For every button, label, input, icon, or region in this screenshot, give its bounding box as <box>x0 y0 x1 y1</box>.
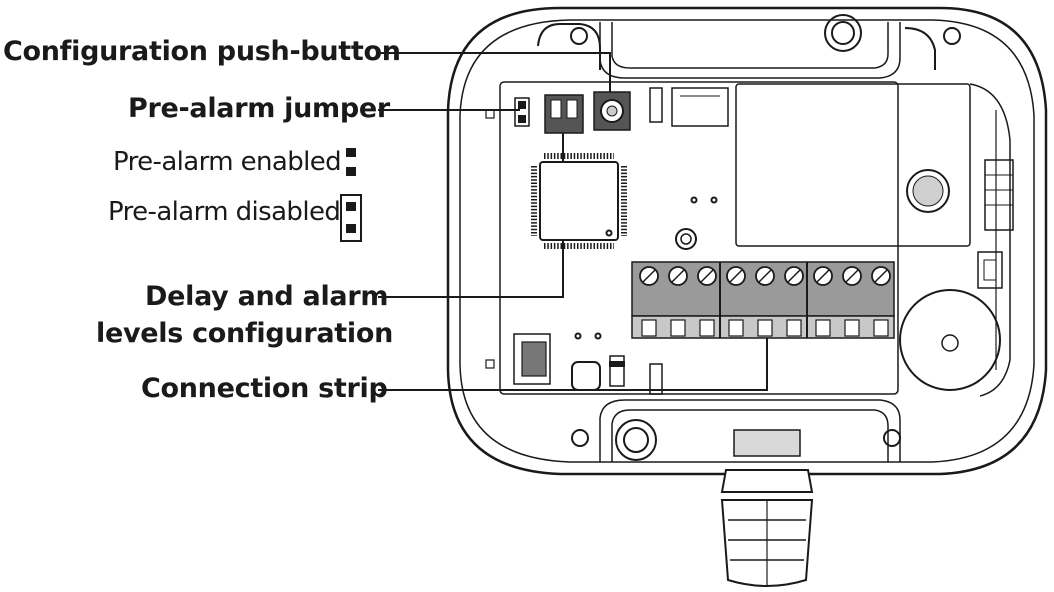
screw-top-left <box>570 27 588 45</box>
leader-lines <box>378 52 768 391</box>
trimmer <box>675 228 697 250</box>
top-small-connector <box>649 87 663 123</box>
enclosure-inner <box>459 19 1035 463</box>
screw-bottom-right <box>883 429 901 447</box>
top-relay <box>671 87 729 127</box>
label-prealarm-jumper: Pre-alarm jumper <box>128 93 390 124</box>
inductor <box>571 361 601 391</box>
right-connector <box>984 159 1014 231</box>
enclosure-outer <box>446 6 1048 476</box>
label-delay-line1: Delay and alarm <box>145 281 389 312</box>
label-connection-strip: Connection strip <box>141 373 388 404</box>
screw-top-right <box>943 27 961 45</box>
bottom-channel <box>599 399 901 462</box>
sensor-outer <box>906 169 950 213</box>
boss-bottom-inner <box>623 427 649 453</box>
top-channel-inner <box>611 22 889 69</box>
boss-bottom <box>615 419 657 461</box>
jumper-enabled-icon <box>346 148 356 176</box>
config-push-button <box>593 91 631 131</box>
connection-strip <box>631 261 895 339</box>
side-connector <box>513 333 551 385</box>
diode <box>609 355 625 387</box>
label-prealarm-enabled: Pre-alarm enabled <box>113 147 342 177</box>
buzzer <box>899 289 1001 391</box>
label-prealarm-disabled: Pre-alarm disabled <box>108 197 341 227</box>
buzzer-center <box>941 334 959 352</box>
leader-delay-config <box>378 132 564 298</box>
boss-top-inner <box>831 21 855 45</box>
bottom-channel-inner <box>611 409 889 462</box>
sensor-inner <box>912 175 944 207</box>
bottom-small-connector <box>649 363 663 395</box>
screw-bottom-left <box>571 429 589 447</box>
pcb-board <box>499 81 899 395</box>
top-tab-left <box>537 23 601 70</box>
jumper-disabled-icon <box>340 194 362 242</box>
boss-top <box>824 14 862 52</box>
leader-connection-strip <box>378 330 768 391</box>
dip-switch <box>544 94 584 134</box>
top-channel <box>599 22 901 79</box>
leader-config-button <box>378 52 611 98</box>
right-wall <box>969 83 1011 397</box>
top-tab-right <box>904 27 936 70</box>
prealarm-jumper <box>514 97 530 127</box>
cable-gland <box>720 429 814 587</box>
right-switch <box>977 251 1003 289</box>
microcontroller-chip <box>531 153 627 249</box>
label-delay-line2: levels configuration <box>96 318 393 349</box>
right-daughter-board <box>735 83 971 247</box>
label-configuration-push-button: Configuration push-button <box>3 36 401 67</box>
